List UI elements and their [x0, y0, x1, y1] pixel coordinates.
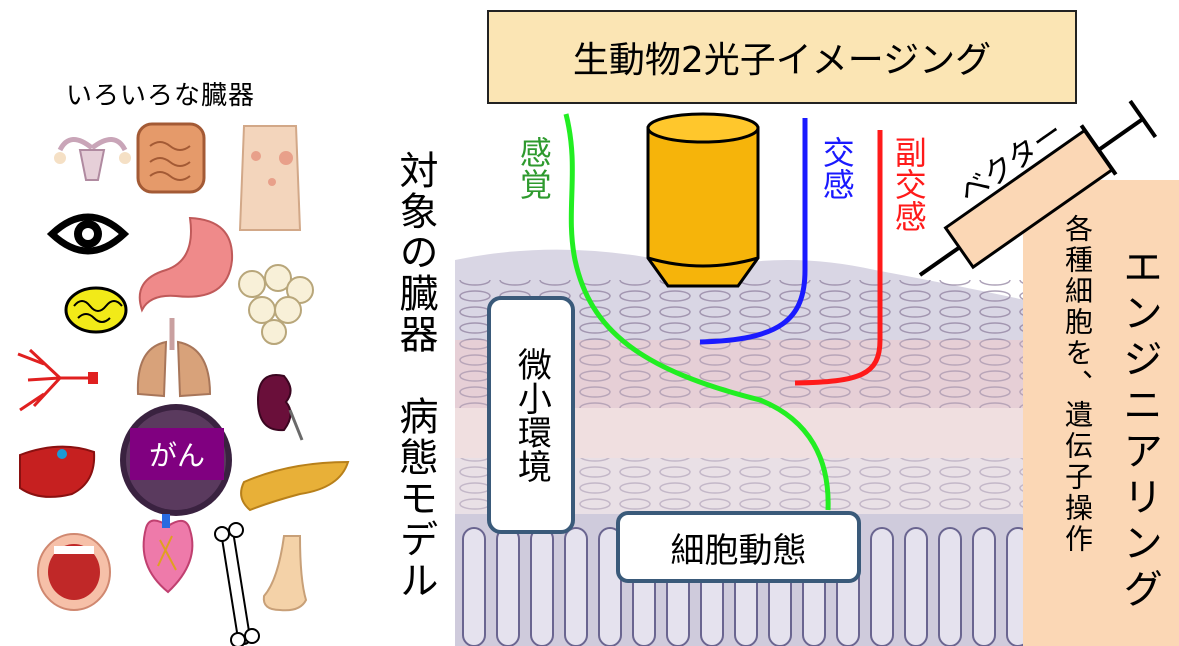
engineering-box — [1023, 180, 1179, 646]
sensory-nerve-label: 感覚 — [514, 136, 553, 200]
intestine-icon — [136, 122, 206, 194]
syringe-icon — [918, 99, 1158, 277]
uterus-icon — [54, 137, 131, 181]
lung-icon — [136, 318, 212, 398]
imaging-title: 生動物2光子イメージング — [572, 40, 992, 81]
cancer-label: がん — [130, 428, 224, 480]
engineering-title: エンジニアリング — [1116, 246, 1162, 614]
fat-cells-icon — [238, 264, 314, 345]
mouth-icon — [37, 533, 111, 611]
imaging-title-box: 生動物2光子イメージング — [487, 10, 1077, 104]
sympathetic-nerve-line — [699, 118, 808, 345]
engineering-subtitle: 各種細胞を、遺伝子操作 — [1061, 214, 1094, 555]
heart-icon — [142, 514, 194, 594]
parasympathetic-nerve-line — [794, 130, 883, 386]
organ-icons — [17, 122, 350, 646]
blood-vessel-icon — [17, 348, 98, 412]
stomach-icon — [138, 216, 234, 313]
pancreas-icon — [240, 460, 350, 512]
eye-icon — [46, 213, 130, 255]
kidney-icon — [256, 374, 304, 441]
brain-icon — [64, 286, 128, 334]
microenvironment-label: 微小環境 — [511, 347, 552, 483]
liver-icon — [19, 445, 96, 498]
cell-dynamics-box: 細胞動態 — [616, 511, 861, 583]
nose-icon — [262, 535, 308, 612]
skin-icon — [238, 125, 302, 231]
objective-lens-icon — [646, 112, 760, 288]
sensory-nerve-line — [563, 113, 831, 511]
cell-dynamics-label: 細胞動態 — [670, 530, 807, 571]
target-organs-label: 対象の臓器 病態モデル — [393, 150, 438, 601]
organs-title: いろいろな臓器 — [66, 81, 256, 111]
bone-icon — [214, 522, 260, 646]
parasympathetic-nerve-label: 副交感 — [889, 136, 928, 232]
microenvironment-box: 微小環境 — [487, 296, 575, 534]
sympathetic-nerve-label: 交感 — [817, 136, 856, 200]
